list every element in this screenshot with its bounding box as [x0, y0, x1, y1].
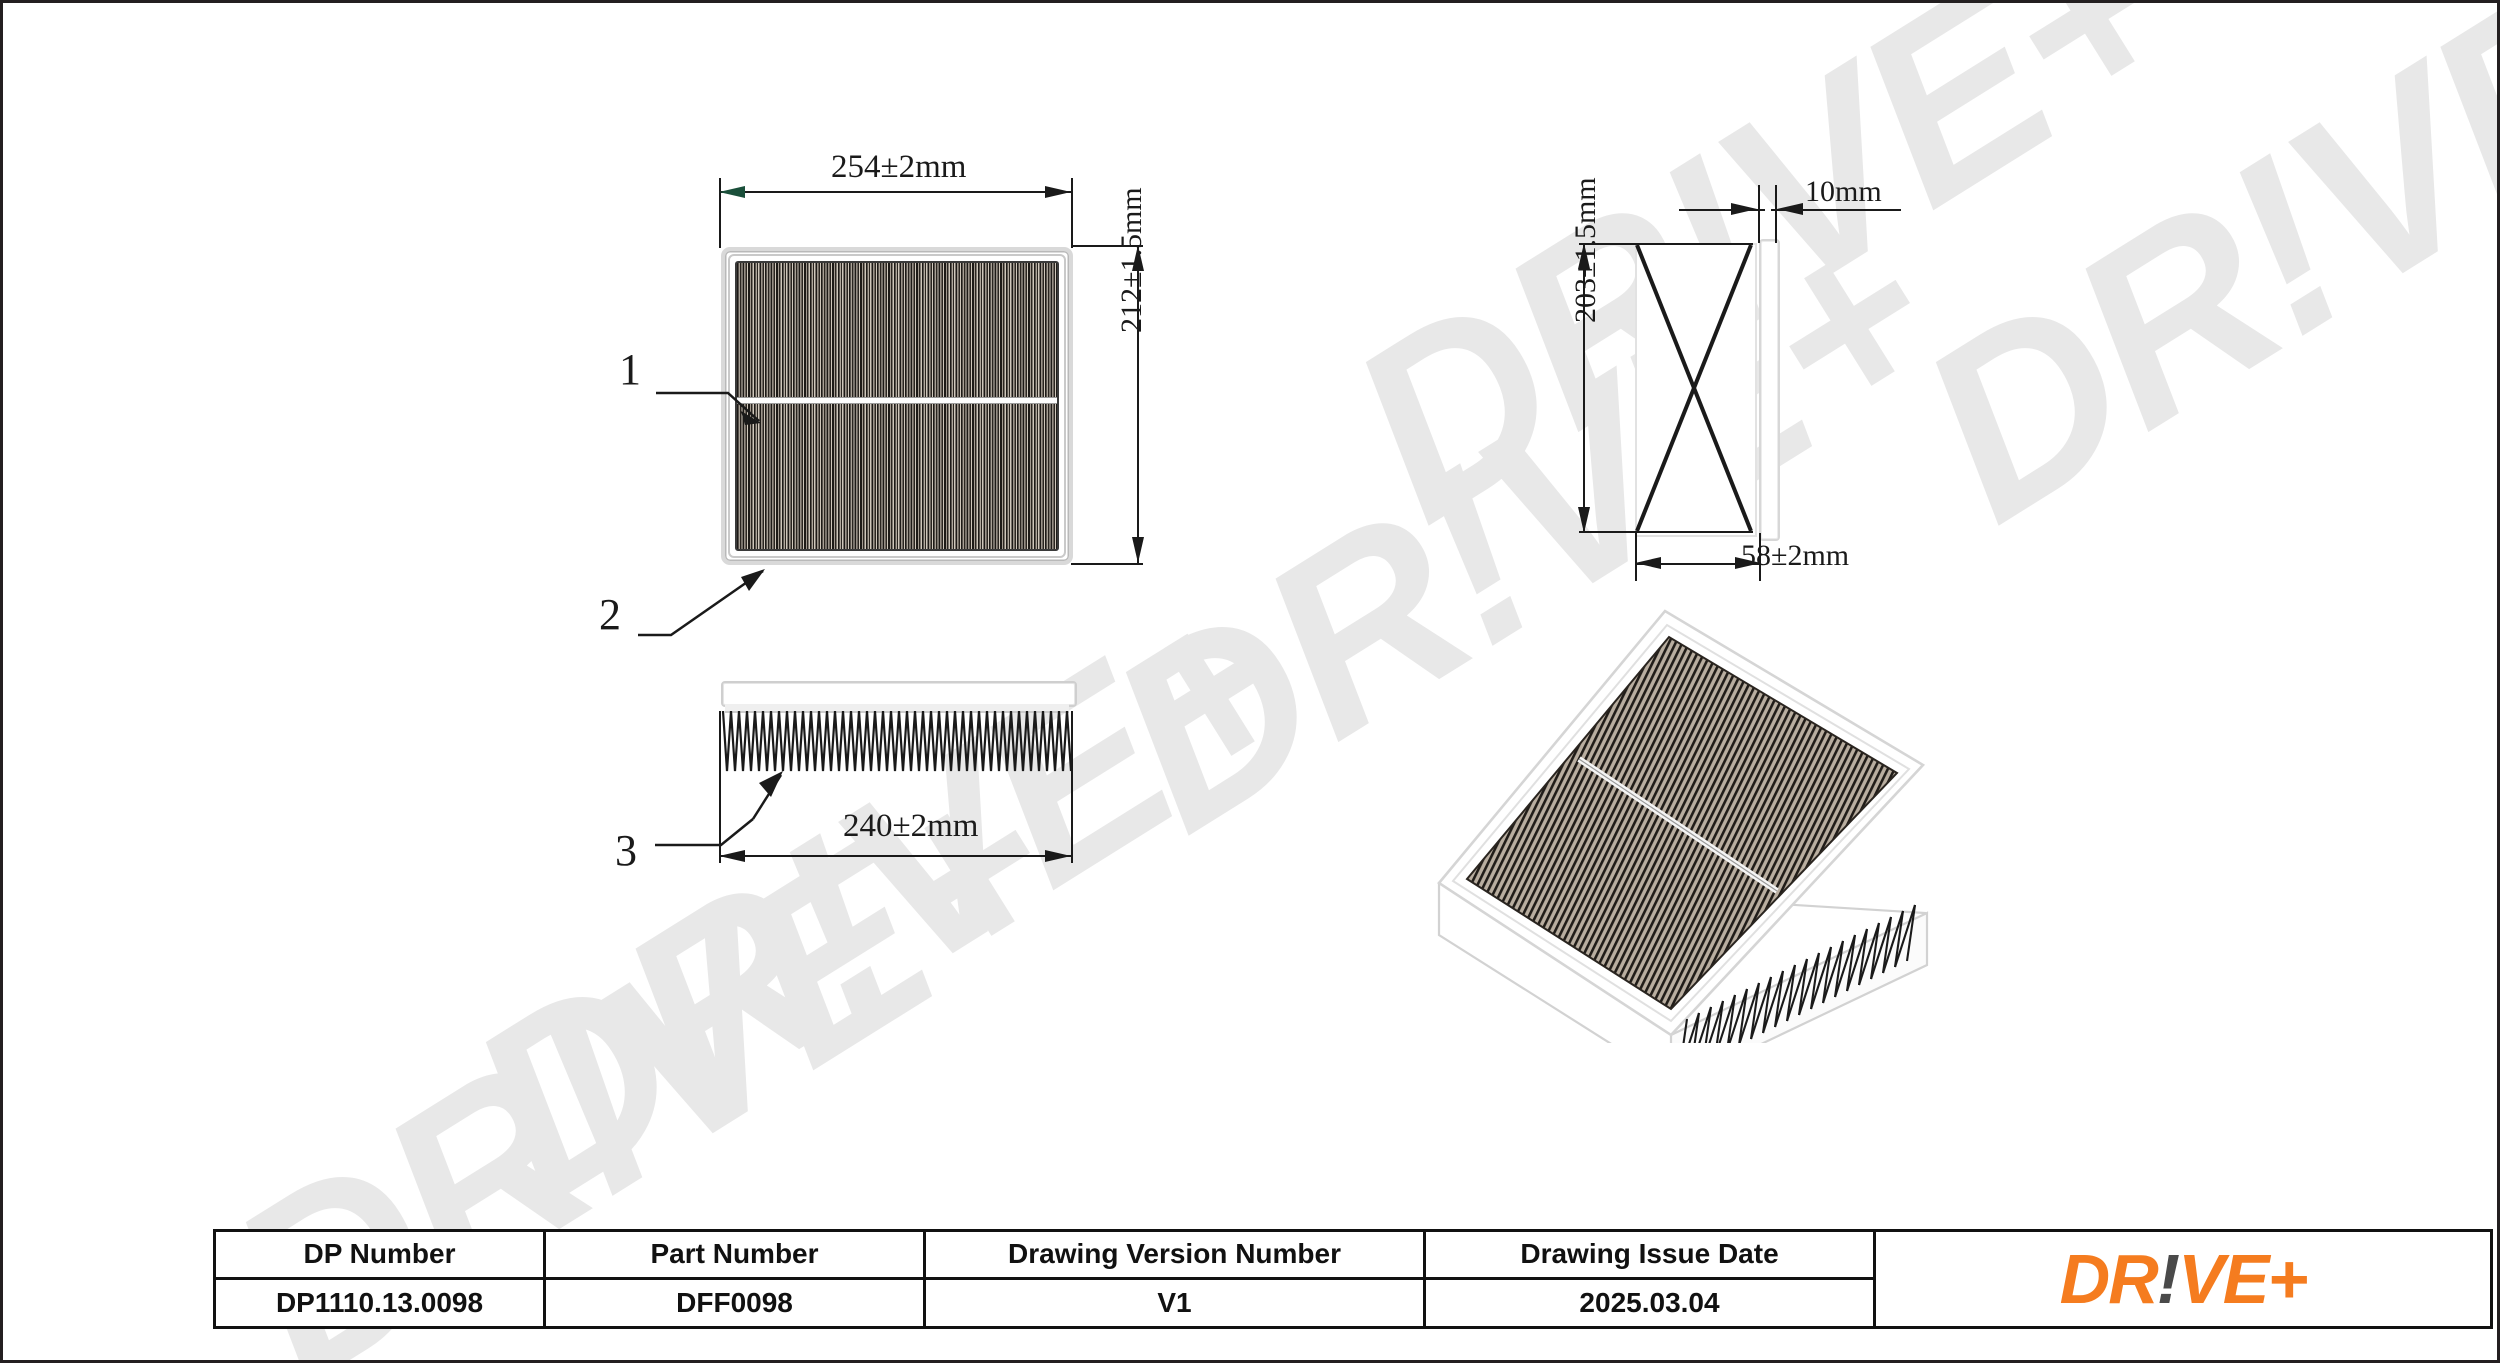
- column-value: V1: [1157, 1286, 1192, 1318]
- column-header: DP Number: [216, 1232, 543, 1280]
- filter-cap-lip: [725, 704, 1069, 713]
- callout-3-label: 3: [615, 826, 637, 875]
- title-block-table: DP Number DP1110.13.0098 Part Number DFF…: [213, 1229, 2493, 1329]
- callout-2-label: 2: [599, 590, 621, 639]
- watermark-text: DR!VE+: [425, 539, 1337, 1253]
- dimension-profile-length-label: 240±2mm: [843, 808, 979, 844]
- filter-pleat-media-front: [735, 261, 1059, 551]
- side-bottom-edge: [1635, 531, 1753, 533]
- column-value: DP1110.13.0098: [275, 1286, 484, 1318]
- dimension-front-width-label: 254±2mm: [831, 149, 967, 185]
- brand-logo: DR!VE+: [1876, 1232, 2490, 1326]
- pleat-zigzag-profile: [721, 711, 1073, 772]
- profile-view-filter: [721, 681, 1077, 856]
- dimension-side-height-label: 203±1.5mm: [1569, 177, 1602, 323]
- side-cross-hatch: [1635, 244, 1753, 532]
- side-view-filter: [1635, 239, 1795, 541]
- logo-prefix: DR: [2059, 1240, 2159, 1318]
- logo-exclamation-icon: !: [2156, 1240, 2180, 1318]
- isometric-view-filter: [1437, 609, 1929, 1043]
- watermark-layer: DR!VE+ DR!VE+ DR!VE+ DR!VE+ DR!VE+: [3, 3, 2500, 1360]
- column-value: 2025.03.04: [1579, 1286, 1720, 1318]
- dimension-side-depth-label: 58±2mm: [1741, 539, 1850, 572]
- column-value: DFF0098: [676, 1286, 793, 1318]
- table-column-logo: DR!VE+: [1876, 1232, 2490, 1326]
- pleat-center-divider: [737, 398, 1057, 403]
- table-column-part-number: Part Number DFF0098: [546, 1232, 926, 1326]
- column-header: Part Number: [546, 1232, 923, 1280]
- dimension-front-height-label: 212±1.5mm: [1115, 187, 1148, 333]
- table-column-drawing-version: Drawing Version Number V1: [926, 1232, 1426, 1326]
- column-header: Drawing Issue Date: [1426, 1232, 1873, 1280]
- dimension-side-thickness-label: 10mm: [1805, 175, 1882, 208]
- filter-frame-inner: [728, 254, 1066, 558]
- side-gasket-strip: [1759, 239, 1780, 541]
- watermark-text: DR!VE+: [1875, 3, 2500, 573]
- callout-1-label: 1: [619, 345, 641, 394]
- logo-suffix: VE+: [2178, 1240, 2308, 1318]
- front-view-filter: [721, 247, 1073, 565]
- table-column-issue-date: Drawing Issue Date 2025.03.04: [1426, 1232, 1876, 1326]
- side-top-edge: [1635, 243, 1753, 245]
- table-column-dp-number: DP Number DP1110.13.0098: [216, 1232, 546, 1326]
- column-header: Drawing Version Number: [926, 1232, 1423, 1280]
